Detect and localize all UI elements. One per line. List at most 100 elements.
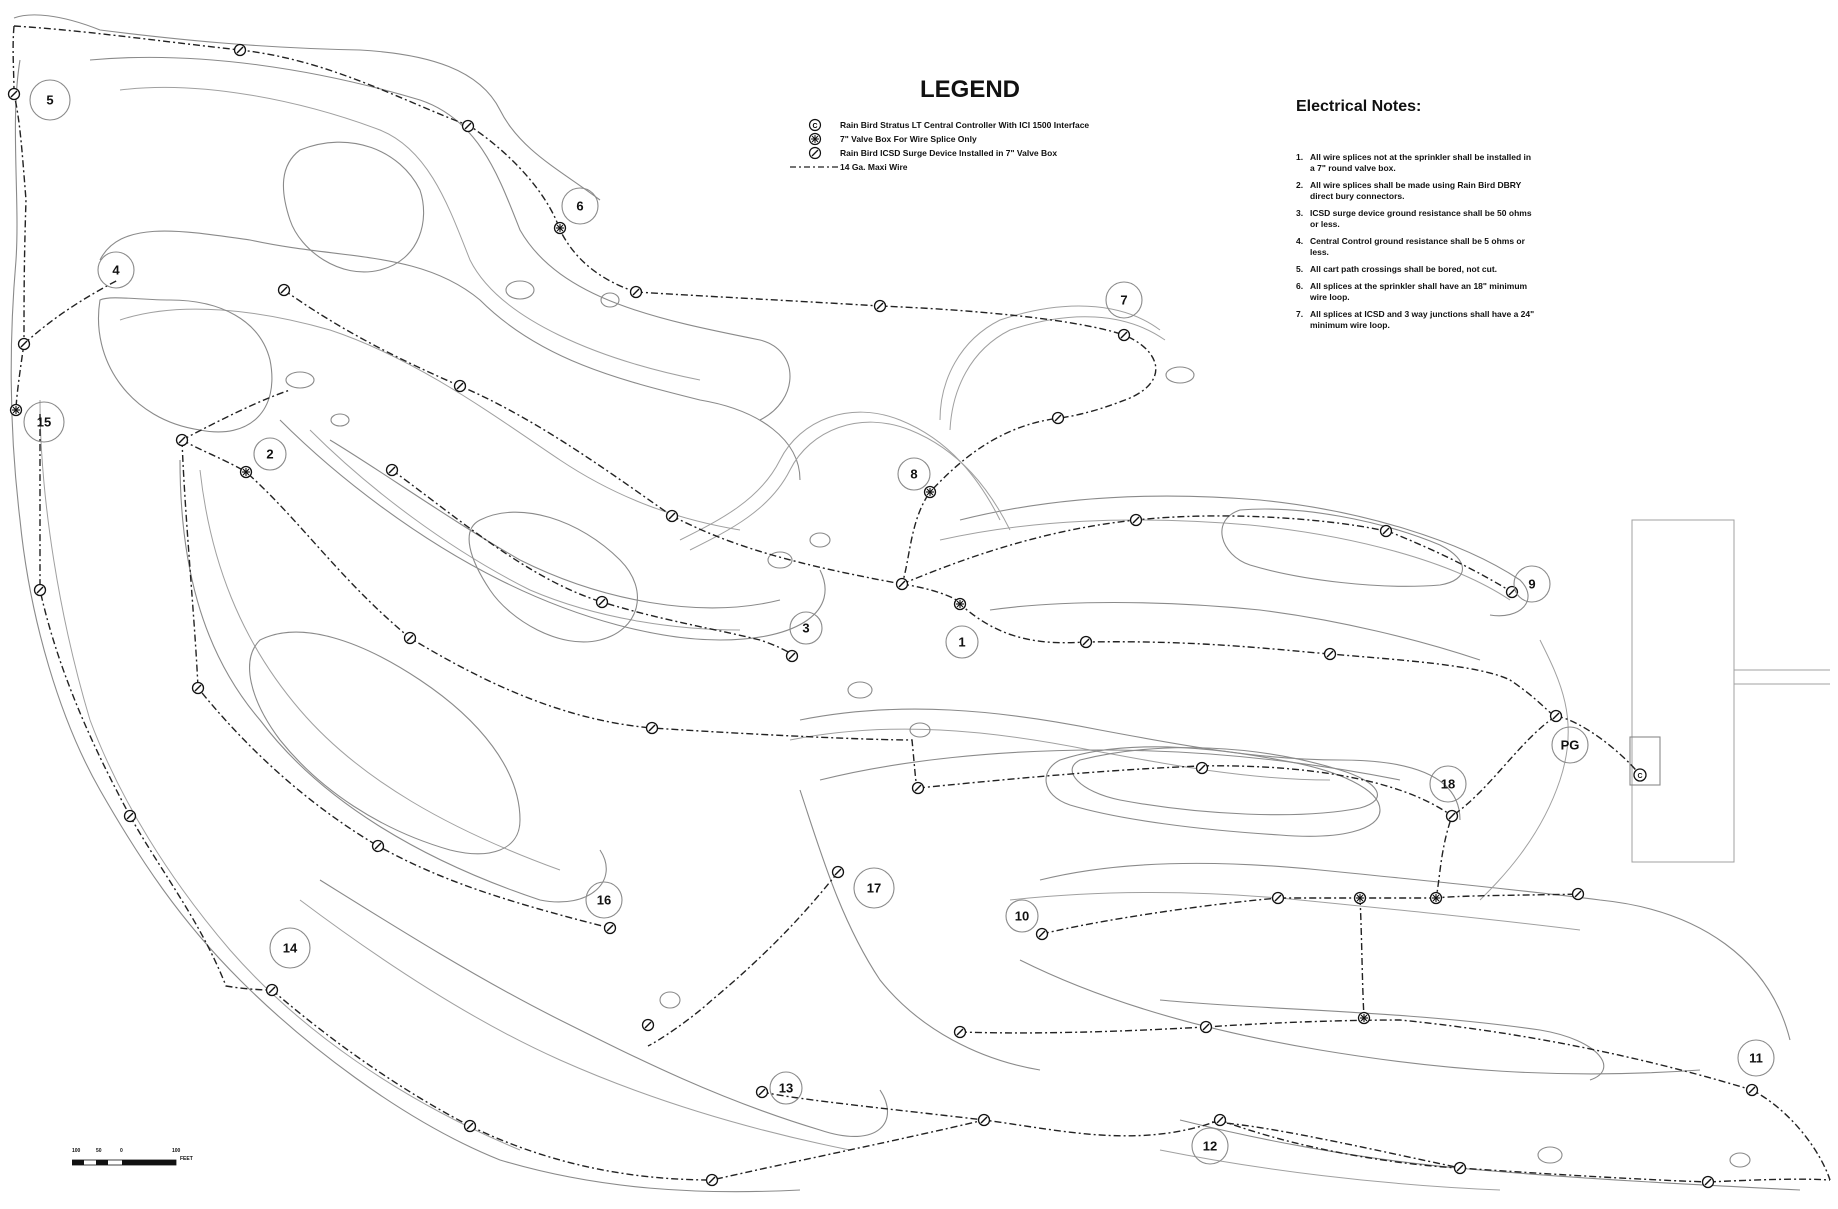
- legend: LEGEND C Rain Bird Stratus LT Central Co…: [790, 76, 1150, 174]
- surge-device-icon: [123, 809, 137, 823]
- splice-box-icon: [923, 485, 937, 499]
- legend-title: LEGEND: [919, 76, 1020, 103]
- controller-symbol: C: [1637, 773, 1642, 780]
- surge-device-icon: [1129, 513, 1143, 527]
- surge-device-icon: [371, 839, 385, 853]
- splice-box-icon: [1429, 891, 1443, 905]
- splice-box-icon: [9, 403, 23, 417]
- hole-6-label: 6: [576, 198, 583, 213]
- hole-18-label: 18: [1441, 776, 1455, 791]
- surge-device-icon: [831, 865, 845, 879]
- surge-device-icon: [7, 87, 21, 101]
- hole-3-label: 3: [802, 620, 809, 635]
- surge-device-icon: [33, 583, 47, 597]
- note-number: 5.: [1296, 264, 1304, 274]
- notes-title: Electrical Notes:: [1296, 98, 1422, 115]
- scale-label: 100: [72, 1148, 81, 1154]
- electrical-notes: Electrical Notes: 1.All wire splices not…: [1296, 98, 1536, 337]
- scale-labels: 100 50 0 100: [72, 1148, 202, 1156]
- surge-device-icon: [1549, 709, 1563, 723]
- legend-item-label: 7" Valve Box For Wire Splice Only: [840, 134, 977, 144]
- surge-device-icon: [1453, 1161, 1467, 1175]
- surge-device-icon: [595, 595, 609, 609]
- splice-box-icon: [953, 597, 967, 611]
- practice-green-label: PG: [1561, 737, 1580, 752]
- surge-device-icon: [790, 146, 840, 160]
- surge-device-icon: [1323, 647, 1337, 661]
- splice-box-icon: [1353, 891, 1367, 905]
- controller-icon: [1633, 768, 1647, 782]
- legend-item-splice-box: 7" Valve Box For Wire Splice Only: [790, 132, 1150, 146]
- note-item: 1.All wire splices not at the sprinkler …: [1296, 152, 1536, 174]
- surge-device-icon: [895, 577, 909, 591]
- hole-11-label: 11: [1749, 1050, 1763, 1065]
- legend-item-controller: C Rain Bird Stratus LT Central Controlle…: [790, 118, 1150, 132]
- surge-device-icon: [191, 681, 205, 695]
- note-number: 3.: [1296, 208, 1304, 218]
- hole-2-label: 2: [266, 446, 273, 461]
- hole-8-label: 8: [910, 466, 917, 481]
- surge-device-icon: [385, 463, 399, 477]
- note-item: 5. All cart path crossings shall be bored…: [1296, 264, 1536, 275]
- note-text: All splices at ICSD and 3 way junctions …: [1310, 309, 1535, 330]
- splice-box-icon: [553, 221, 567, 235]
- note-item: 4. Central Control ground resistance shal…: [1296, 236, 1536, 258]
- hole-15-label: 15: [37, 414, 51, 429]
- note-text: Central Control ground resistance shall …: [1310, 236, 1525, 257]
- note-text: ICSD surge device ground resistance shal…: [1310, 208, 1532, 229]
- legend-item-surge-device: Rain Bird ICSD Surge Device Installed in…: [790, 146, 1150, 160]
- central-controller: C: [1633, 768, 1647, 782]
- hole-16-label: 16: [597, 892, 611, 907]
- surge-device-icon: [1445, 809, 1459, 823]
- surge-device-icon: [403, 631, 417, 645]
- hole-4-label: 4: [112, 262, 120, 277]
- surge-device-icon: [1035, 927, 1049, 941]
- controller-icon: C: [790, 118, 840, 132]
- surge-device-icon: [911, 781, 925, 795]
- splice-boxes: [9, 221, 1443, 1025]
- note-number: 6.: [1296, 281, 1304, 291]
- scale-label: 50: [96, 1148, 102, 1154]
- scale-bar: 100 50 0 100 FEET: [71, 1148, 202, 1174]
- surge-device-icon: [785, 649, 799, 663]
- surge-device-icon: [641, 1018, 655, 1032]
- splice-box-icon: [239, 465, 253, 479]
- note-text: All splices at the sprinkler shall have …: [1310, 281, 1528, 302]
- legend-item-label: Rain Bird ICSD Surge Device Installed in…: [840, 148, 1058, 158]
- hole-7-label: 7: [1120, 292, 1127, 307]
- note-text: All wire splices shall be made using Rai…: [1310, 180, 1522, 201]
- scale-label: 100: [172, 1148, 181, 1154]
- hole-12-label: 12: [1203, 1138, 1217, 1153]
- surge-device-icon: [645, 721, 659, 735]
- surge-device-icon: [1051, 411, 1065, 425]
- surge-device-icon: [277, 283, 291, 297]
- surge-device-icon: [1271, 891, 1285, 905]
- surge-device-icon: [463, 1119, 477, 1133]
- surge-device-icon: [1571, 887, 1585, 901]
- surge-device-icon: [873, 299, 887, 313]
- scale-label: 0: [120, 1148, 123, 1154]
- splice-box-icon: [790, 132, 840, 146]
- hole-1-label: 1: [958, 634, 965, 649]
- note-number: 2.: [1296, 180, 1304, 190]
- note-item: 7.All splices at ICSD and 3 way junction…: [1296, 309, 1536, 331]
- note-item: 3. ICSD surge device ground resistance sh…: [1296, 208, 1536, 230]
- note-number: 1.: [1296, 152, 1304, 162]
- note-number: 4.: [1296, 236, 1304, 246]
- note-text: All cart path crossings shall be bored, …: [1310, 264, 1498, 274]
- surge-device-icon: [265, 983, 279, 997]
- surge-device-icon: [1079, 635, 1093, 649]
- surge-device-icon: [1213, 1113, 1227, 1127]
- maxi-wire-runs: [12, 25, 1831, 1183]
- surge-device-icon: [1199, 1020, 1213, 1034]
- surge-device-icon: [1117, 328, 1131, 342]
- surge-device-icon: [1745, 1083, 1759, 1097]
- surge-device-icon: [705, 1173, 719, 1187]
- hole-9-label: 9: [1528, 576, 1535, 591]
- surge-device-icon: [453, 379, 467, 393]
- hole-13-label: 13: [779, 1080, 793, 1095]
- surge-device-icon: [629, 285, 643, 299]
- svg-text:C: C: [812, 123, 817, 130]
- legend-item-label: Rain Bird Stratus LT Central Controller …: [840, 120, 1090, 130]
